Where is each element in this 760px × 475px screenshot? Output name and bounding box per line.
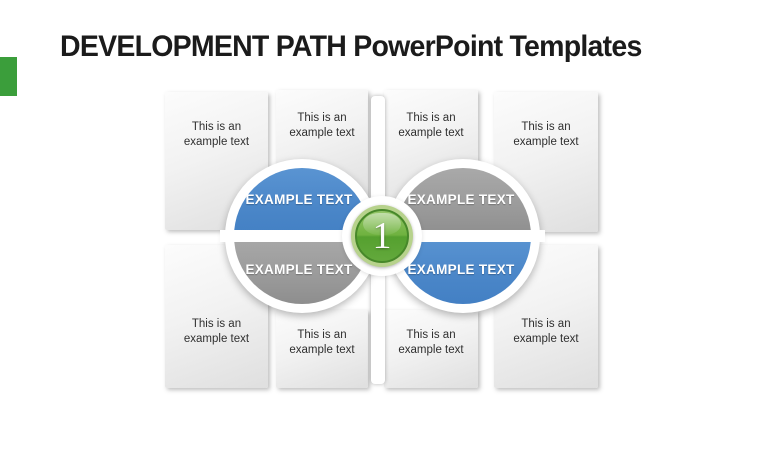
petal-label-top-left: EXAMPLE TEXT [245,192,353,207]
example-box-bottom-3: This is an example text [384,310,478,388]
right-circle [395,168,531,304]
example-box-bottom-4: This is an example text [494,245,598,388]
example-box-top-1: This is an example text [165,92,268,230]
green-accent-bar [0,57,17,96]
center-badge: 1 [355,209,409,263]
left-circle [234,168,370,304]
example-box-text: This is an example text [513,318,579,345]
petal-label-bottom-left: EXAMPLE TEXT [245,262,353,277]
example-box-text: This is an example text [398,329,464,356]
example-box-text: This is an example text [289,329,355,356]
example-box-text: This is an example text [183,121,250,148]
example-box-text: This is an example text [289,112,355,139]
example-box-text: This is an example text [398,112,464,139]
example-box-text: This is an example text [183,318,250,345]
example-box-text: This is an example text [513,121,579,148]
step-number: 1 [372,215,392,257]
top-connector-bar [371,96,385,208]
page-title: DEVELOPMENT PATH PowerPoint Templates [60,30,642,64]
example-box-top-4: This is an example text [494,92,598,232]
example-box-bottom-2: This is an example text [276,310,368,388]
petal-label-bottom-right: EXAMPLE TEXT [407,262,515,277]
petal-label-top-right: EXAMPLE TEXT [407,192,515,207]
